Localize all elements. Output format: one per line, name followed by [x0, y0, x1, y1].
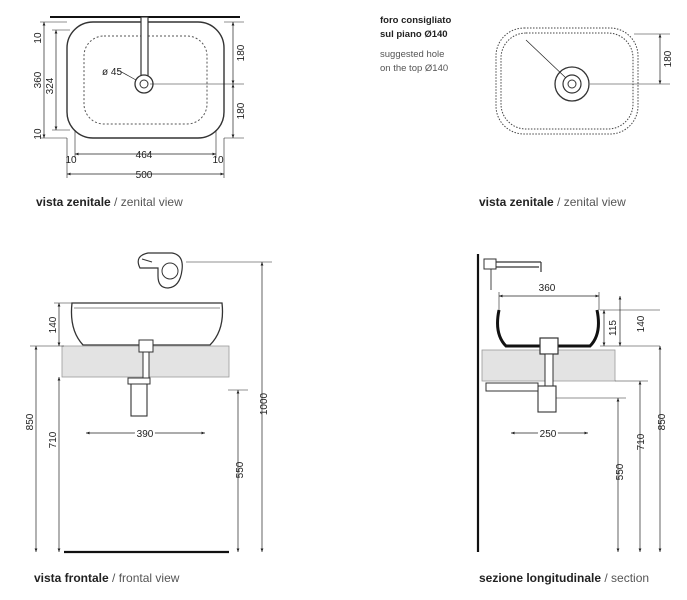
- dim-500: 500: [136, 170, 153, 181]
- dim-115: 115: [608, 320, 619, 336]
- waste-section: [539, 337, 559, 355]
- dim-180: 180: [663, 50, 674, 67]
- dim-850-section: 850: [657, 413, 668, 430]
- dim-10-left: 10: [65, 155, 77, 166]
- caption-top-right: vista zenitale / zenital view: [479, 195, 626, 209]
- waste-fitting: [138, 339, 154, 353]
- caption-bottom-left: vista frontale / frontal view: [34, 571, 180, 585]
- dim-324: 324: [45, 77, 56, 94]
- drain-inner: [139, 79, 149, 89]
- dim-550-section: 550: [615, 463, 626, 480]
- dim-360: 360: [33, 71, 44, 88]
- dim-10-right: 10: [212, 155, 224, 166]
- panel-bottom-right-section: 360 115 140 710 850 550 250: [476, 254, 668, 552]
- dim-10-top-left: 10: [33, 32, 44, 44]
- note-line-1: foro consigliato: [380, 15, 451, 26]
- siphon-trap: [130, 379, 148, 417]
- caption-top-right-bold: vista zenitale: [479, 195, 554, 209]
- caption-top-left-light: zenital view: [120, 195, 183, 209]
- caption-top-left-bold: vista zenitale: [36, 195, 111, 209]
- spout-arm: [140, 16, 149, 80]
- dim-360-section: 360: [539, 283, 556, 294]
- dim-464: 464: [136, 150, 153, 161]
- dim-140-section: 140: [636, 315, 647, 332]
- note-line-4: on the top Ø140: [380, 63, 448, 74]
- caption-top-right-light: zenital view: [563, 195, 626, 209]
- dim-390: 390: [137, 429, 154, 440]
- caption-bottom-right: sezione longitudinale / section: [479, 571, 650, 585]
- panel-top-left-zenital-view: ø 45 10 360 324 10 180 180 10 464 10 500: [33, 16, 247, 181]
- dim-710: 710: [48, 431, 59, 448]
- dim-10-bottom-left: 10: [33, 128, 44, 140]
- basin-front: [70, 302, 224, 346]
- dim-850: 850: [25, 413, 36, 430]
- caption-bottom-right-bold: sezione longitudinale: [479, 571, 602, 585]
- panel-top-right-zenital-view: foro consigliato sul piano Ø140 suggeste…: [380, 15, 674, 135]
- note-line-2: sul piano Ø140: [380, 29, 448, 40]
- caption-bottom-left-bold: vista frontale: [34, 571, 109, 585]
- caption-bottom-left-light: frontal view: [118, 571, 180, 585]
- dim-1000: 1000: [259, 392, 270, 415]
- siphon-section: [537, 385, 557, 413]
- dim-hole-diameter: ø 45: [102, 67, 122, 78]
- dim-250: 250: [540, 429, 557, 440]
- spout-base: [483, 258, 497, 270]
- note-line-3: suggested hole: [380, 49, 444, 60]
- dim-550: 550: [235, 461, 246, 478]
- drain-pipe-to-wall: [485, 382, 539, 392]
- note-leader: [525, 39, 567, 79]
- dim-180-top: 180: [236, 44, 247, 61]
- caption-top-left: vista zenitale / zenital view: [36, 195, 183, 209]
- hole-leader: [117, 69, 137, 81]
- dim-710-section: 710: [636, 433, 647, 450]
- basin-outline-dotted-outer: [495, 27, 639, 135]
- suggested-hole-center: [567, 79, 577, 89]
- mixer-knob: [161, 262, 179, 280]
- dim-140: 140: [48, 316, 59, 333]
- caption-bottom-right-light: section: [611, 571, 650, 585]
- dim-180-bottom: 180: [236, 102, 247, 119]
- basin-outline-dotted-inner: [500, 32, 634, 130]
- panel-bottom-left-frontal-view: 140 850 710 390 550 1000: [25, 252, 272, 554]
